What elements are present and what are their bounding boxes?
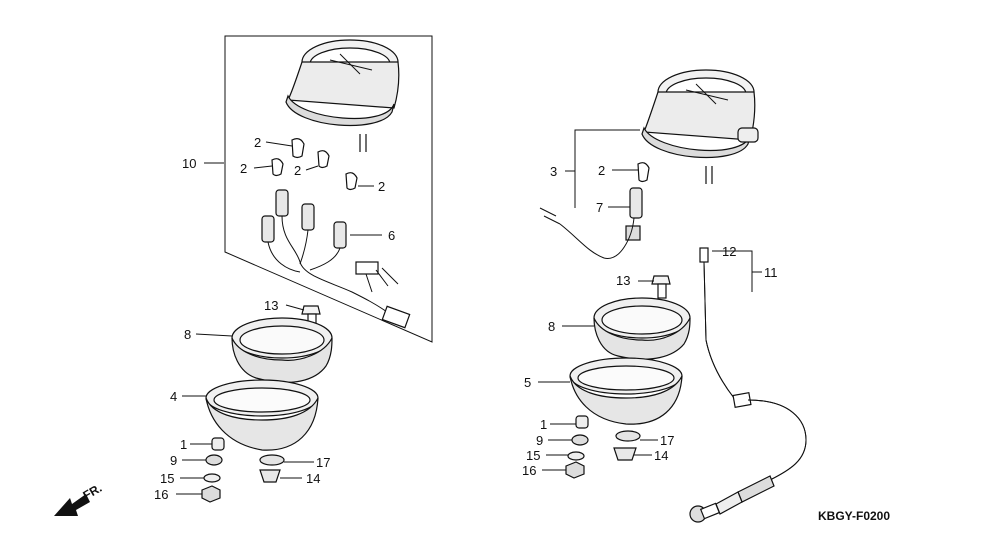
label-12: 12 xyxy=(722,244,736,259)
assembly-10-outline xyxy=(224,35,433,343)
bolt-13-right xyxy=(651,275,671,299)
label-1: 1 xyxy=(540,417,547,432)
label-14: 14 xyxy=(306,471,320,486)
label-8: 8 xyxy=(548,319,555,334)
label-1: 1 xyxy=(180,437,187,452)
label-5: 5 xyxy=(524,375,531,390)
left-assembly: 10 2 2 2 2 6 13 8 4 1 9 15 16 17 14 FR. xyxy=(54,35,433,516)
label-17: 17 xyxy=(660,433,674,448)
label-16: 16 xyxy=(154,487,168,502)
fasteners-left xyxy=(201,437,285,503)
front-arrow-icon: FR. xyxy=(54,481,104,516)
label-10: 10 xyxy=(182,156,196,171)
label-16: 16 xyxy=(522,463,536,478)
label-7: 7 xyxy=(596,200,603,215)
speedometer-cable xyxy=(689,247,807,523)
right-assembly: 3 2 7 12 11 13 8 5 1 9 15 16 17 14 KBGY-… xyxy=(522,69,890,523)
leaders-right xyxy=(538,129,762,471)
label-15: 15 xyxy=(526,448,540,463)
cover-8-left xyxy=(231,317,333,384)
label-8: 8 xyxy=(184,327,191,342)
label-2: 2 xyxy=(294,163,301,178)
label-6: 6 xyxy=(388,228,395,243)
leaders-left xyxy=(176,141,382,495)
case-4-left xyxy=(205,379,319,451)
label-17: 17 xyxy=(316,455,330,470)
fasteners-right xyxy=(565,415,641,479)
meter-housing-right xyxy=(641,69,759,184)
label-4: 4 xyxy=(170,389,177,404)
label-3: 3 xyxy=(550,164,557,179)
meter-housing-left xyxy=(285,39,400,152)
label-2: 2 xyxy=(378,179,385,194)
cover-8-right xyxy=(593,297,691,360)
label-11: 11 xyxy=(764,265,778,280)
labels-right: 3 2 7 12 11 13 8 5 1 9 15 16 17 14 xyxy=(522,163,778,478)
label-13: 13 xyxy=(616,273,630,288)
bulb-set-left xyxy=(271,138,358,191)
label-2: 2 xyxy=(240,161,247,176)
label-2: 2 xyxy=(254,135,261,150)
label-15: 15 xyxy=(160,471,174,486)
label-9: 9 xyxy=(170,453,177,468)
labels-left: 10 2 2 2 2 6 13 8 4 1 9 15 16 17 14 xyxy=(154,135,395,502)
label-2: 2 xyxy=(598,163,605,178)
label-13: 13 xyxy=(264,298,278,313)
diagram-code: KBGY-F0200 xyxy=(818,509,890,523)
label-14: 14 xyxy=(654,448,668,463)
case-5-right xyxy=(569,357,683,425)
label-9: 9 xyxy=(536,433,543,448)
wire-harness-left xyxy=(261,189,411,329)
bulb-socket-right xyxy=(539,162,650,259)
